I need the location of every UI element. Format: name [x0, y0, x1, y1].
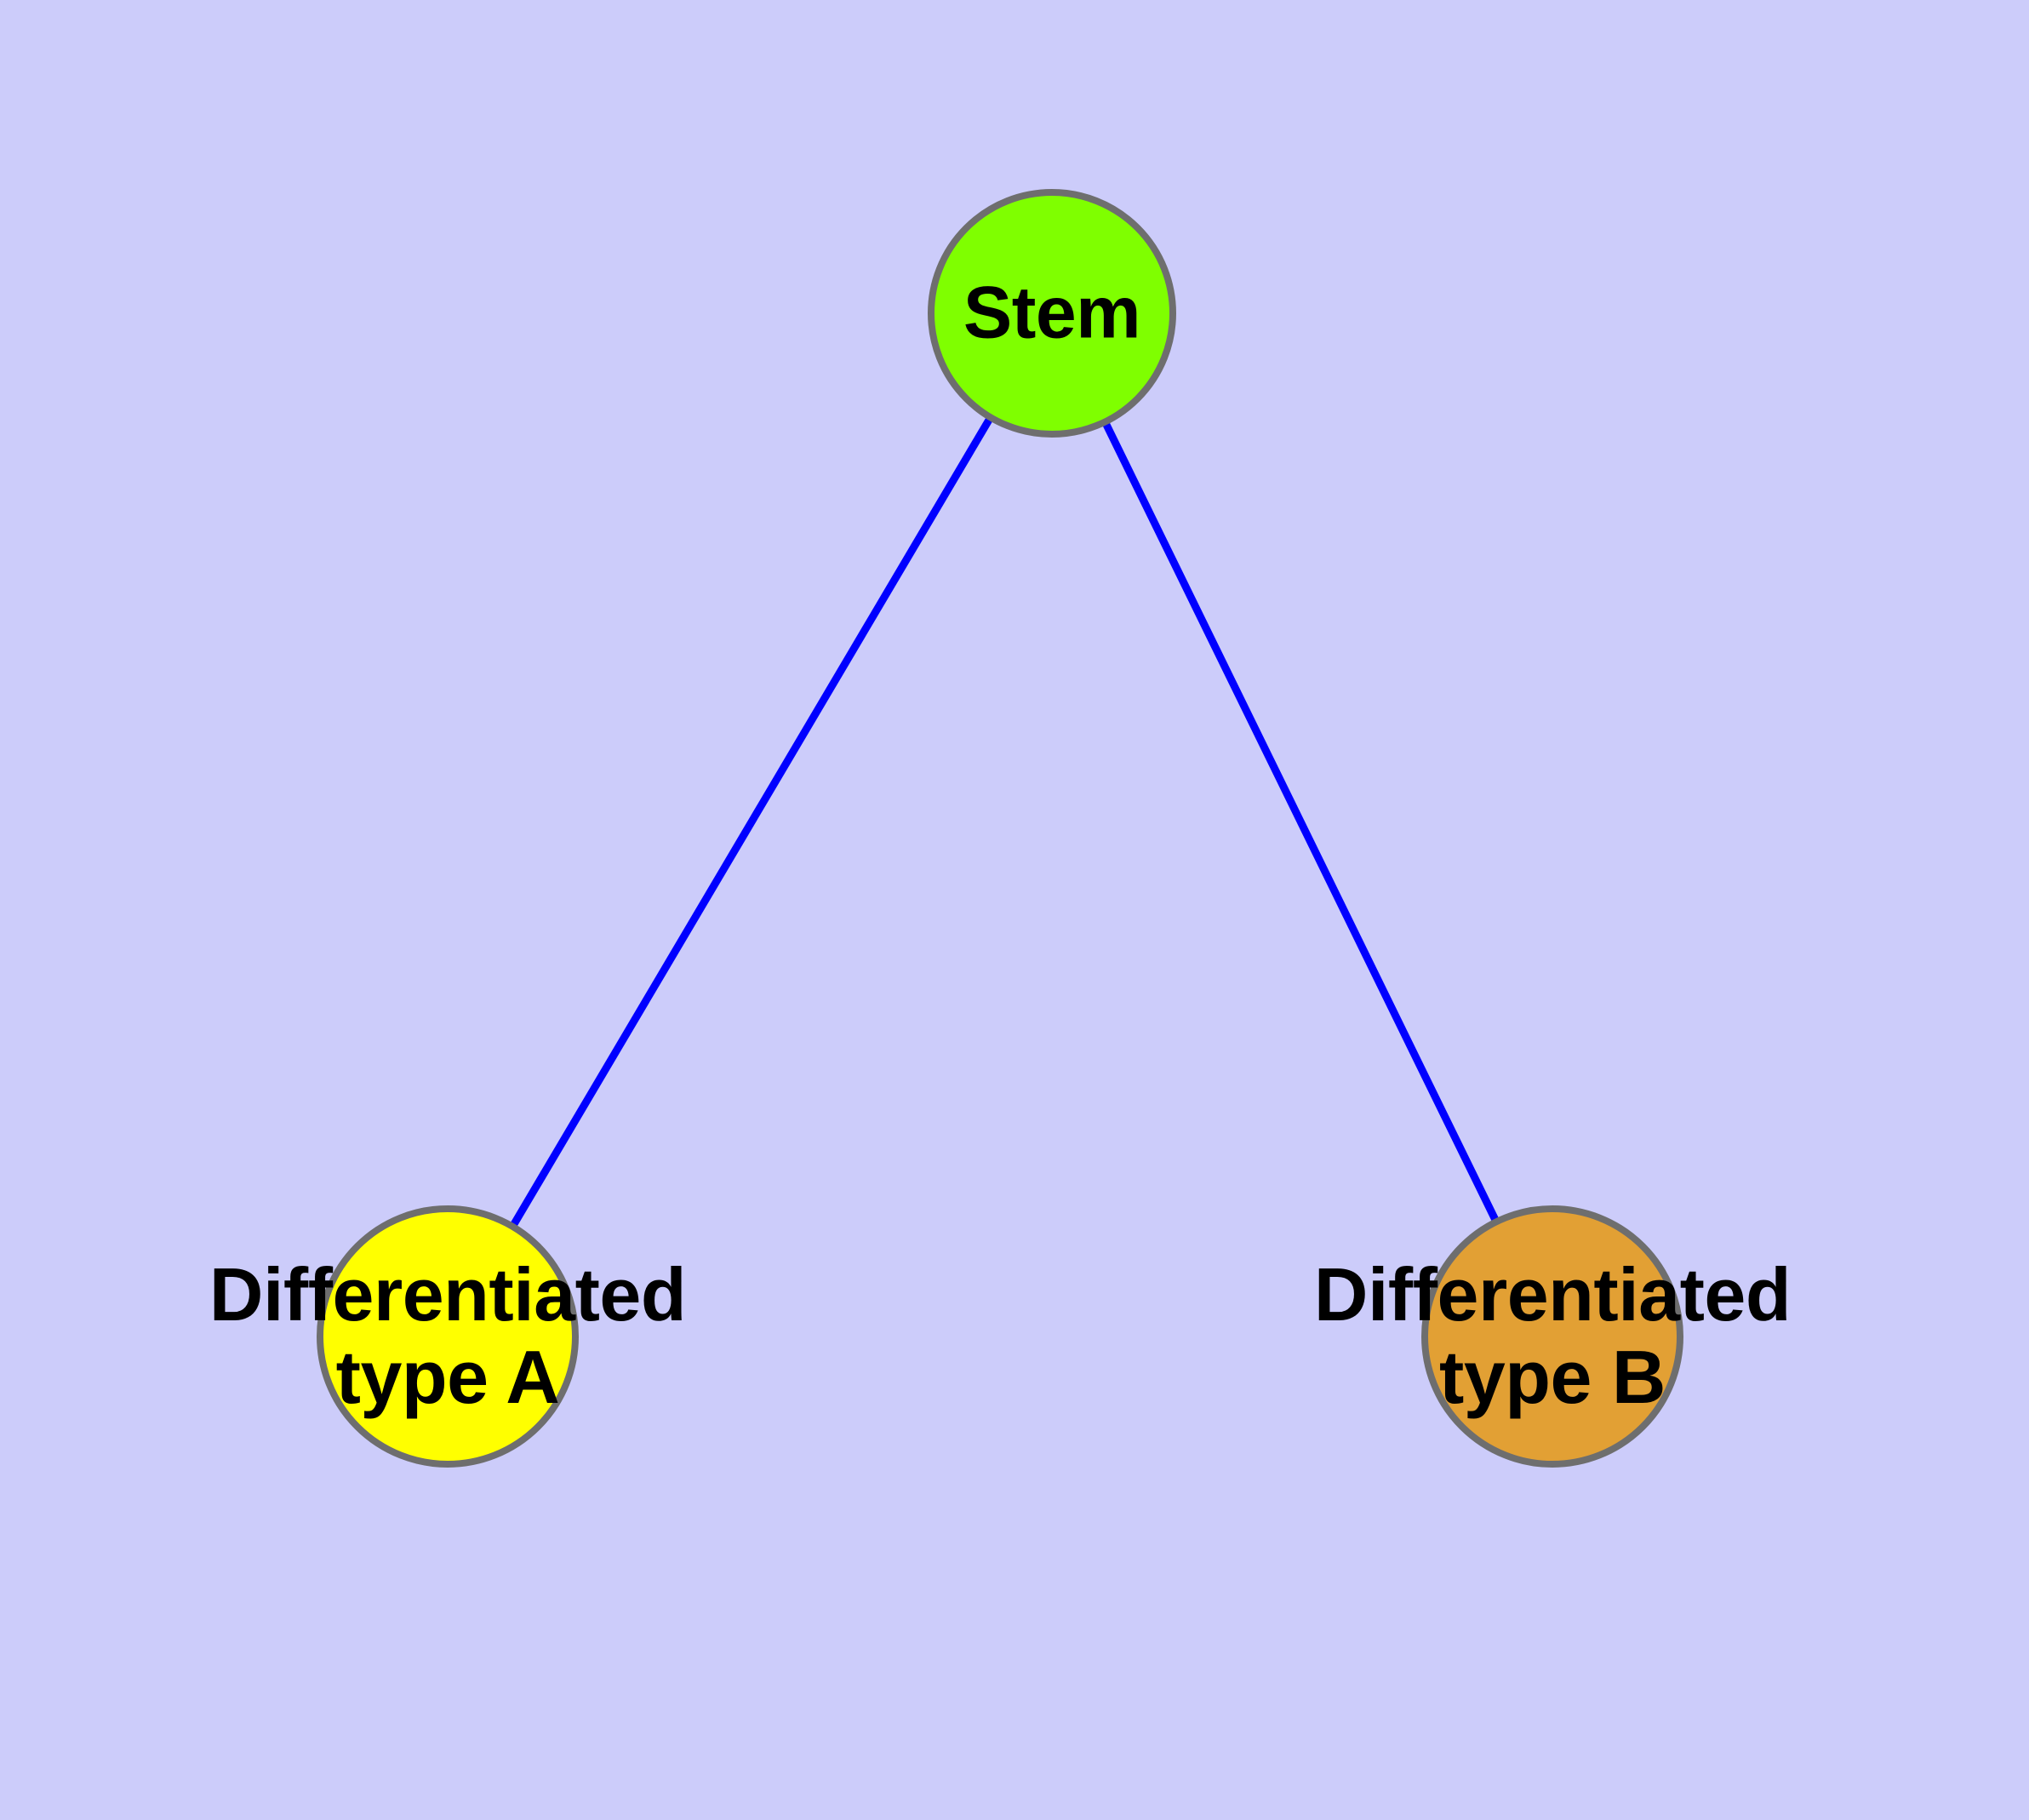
graph-node-diff-b[interactable]	[1421, 1205, 1683, 1468]
graph-edge-stem-to-diff-b	[1102, 421, 1500, 1222]
nodes-layer	[317, 189, 1683, 1468]
edges-layer	[510, 416, 1500, 1228]
graph-node-diff-a[interactable]	[317, 1205, 579, 1468]
graph-edge-stem-to-diff-a	[510, 416, 993, 1228]
graph-node-stem[interactable]	[928, 189, 1176, 438]
